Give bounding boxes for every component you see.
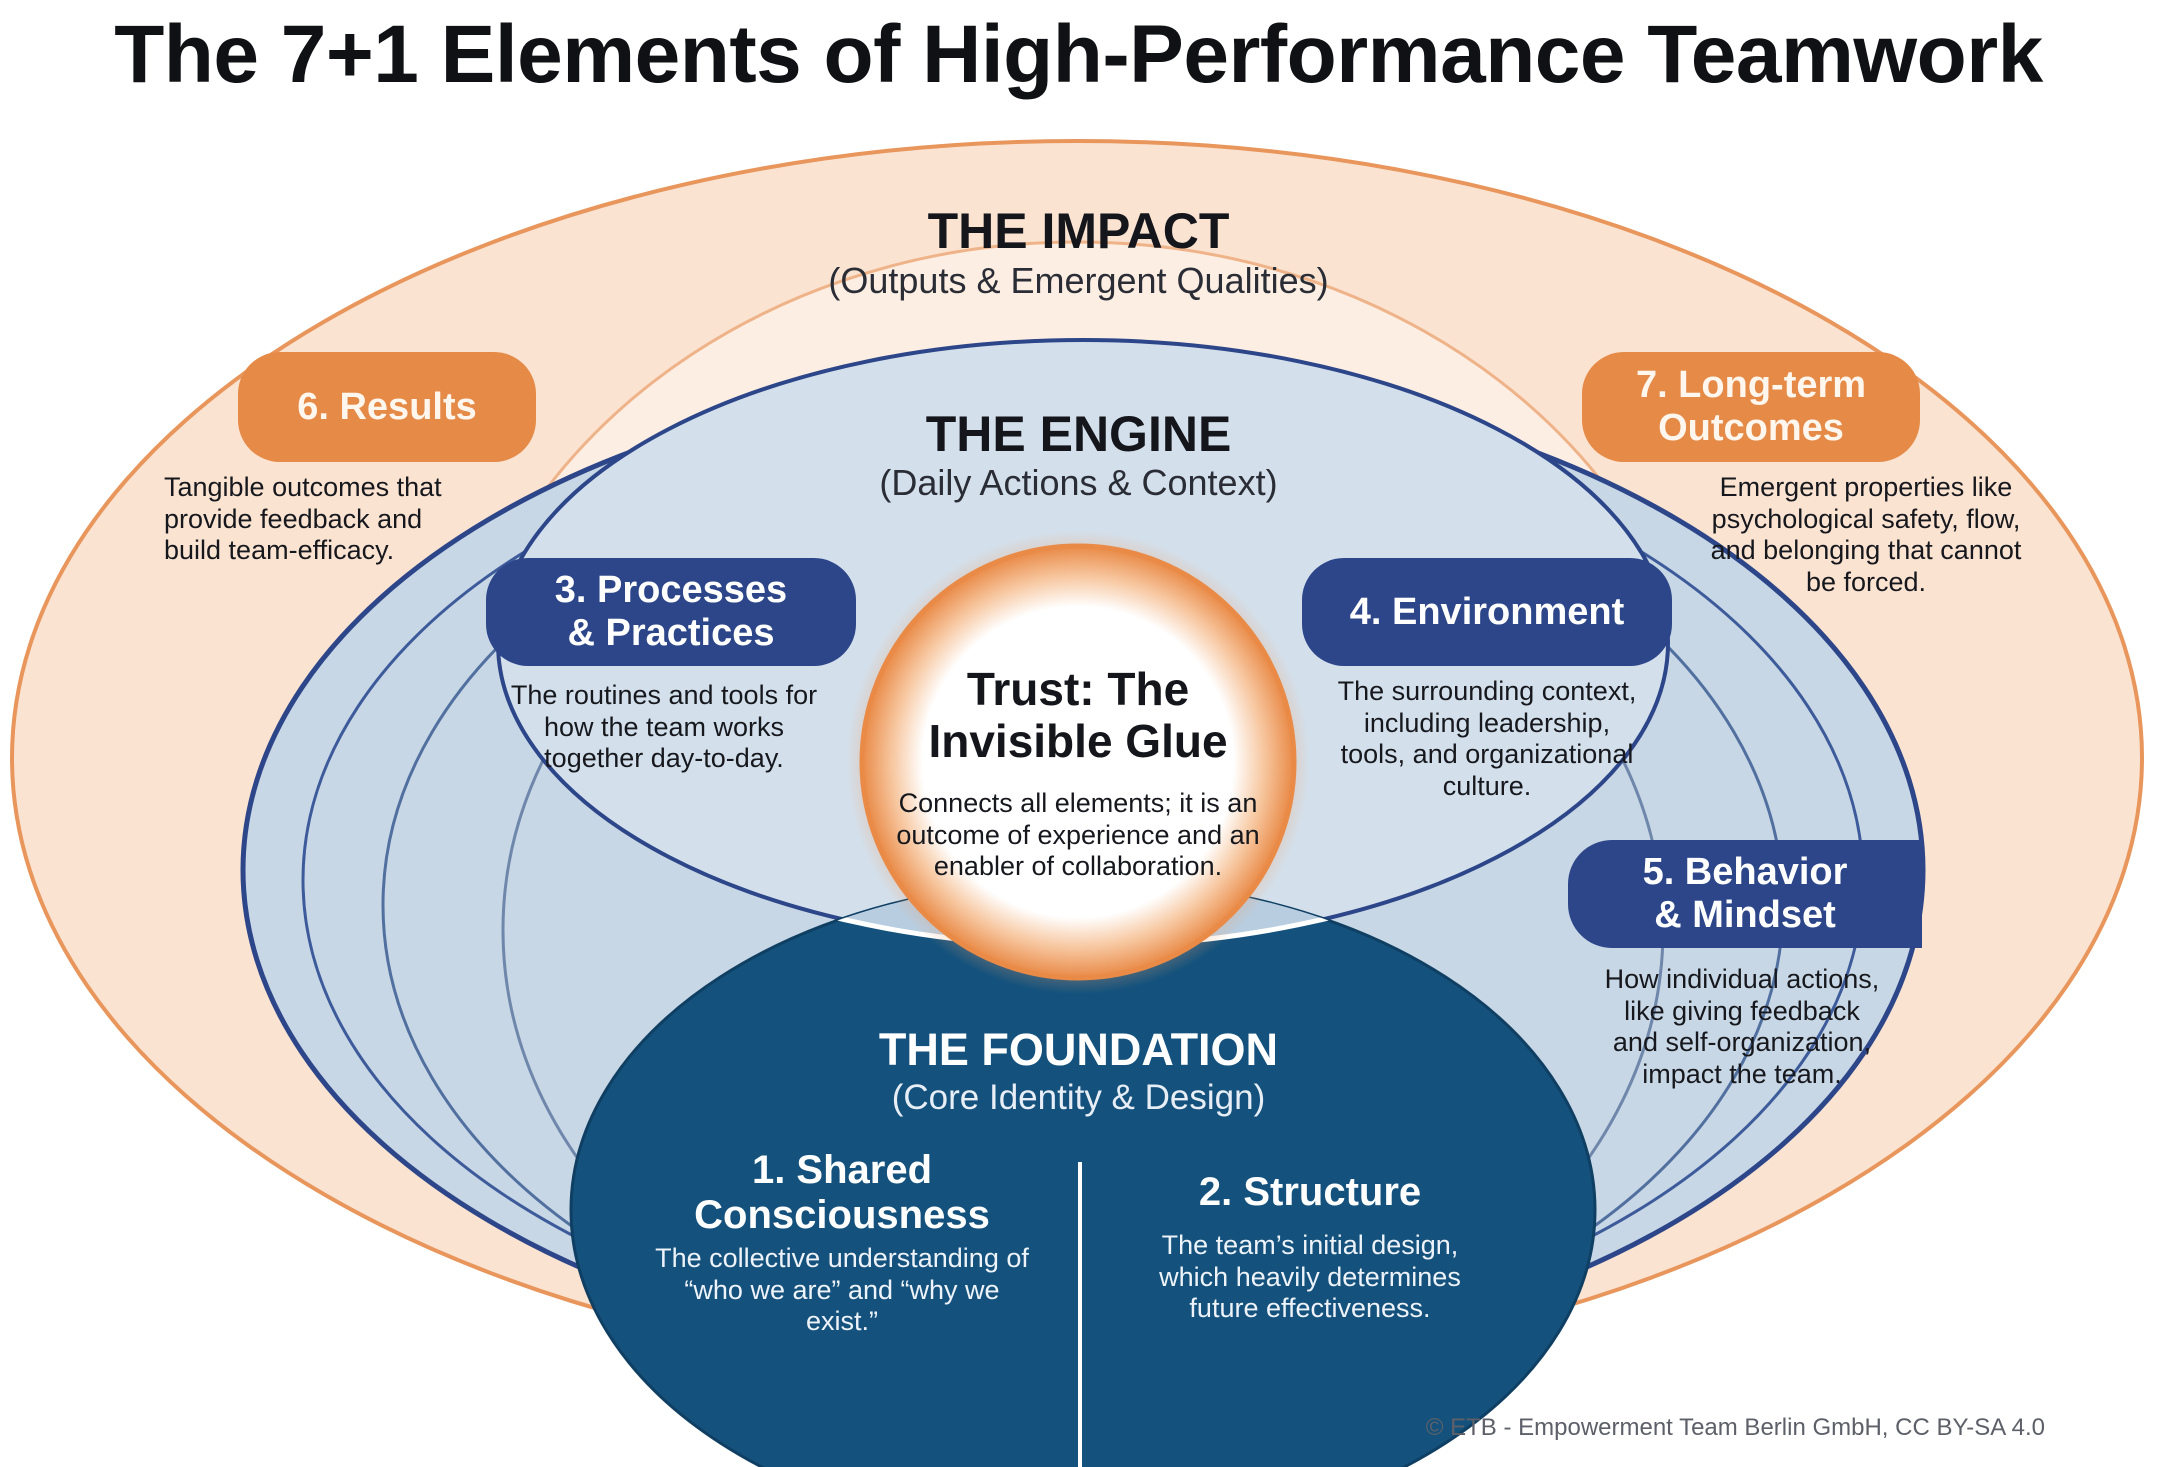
shared-consciousness-description: The collective understanding of “who we … — [655, 1243, 1029, 1337]
long-term-outcomes-description: Emergent properties like psychological s… — [1710, 472, 2022, 597]
results-label: 6. Results — [297, 385, 477, 428]
processes-label: 3. Processes & Practices — [554, 569, 788, 654]
behavior-pill: 5. Behavior & Mindset — [1568, 840, 1922, 948]
impact-subtitle: (Outputs & Emergent Qualities) — [828, 260, 1329, 301]
environment-description: The surrounding context, including leade… — [1337, 676, 1637, 801]
processes-pill: 3. Processes & Practices — [486, 558, 856, 666]
page-title: The 7+1 Elements of High-Performance Tea… — [114, 9, 2043, 100]
copyright-credit: © ETB - Empowerment Team Berlin GmbH, CC… — [1425, 1414, 2045, 1441]
results-pill: 6. Results — [238, 352, 536, 462]
results-description: Tangible outcomes that provide feedback … — [164, 472, 442, 566]
environment-label: 4. Environment — [1349, 590, 1625, 633]
long-term-outcomes-label: 7. Long-term Outcomes — [1635, 364, 1867, 449]
environment-pill: 4. Environment — [1302, 558, 1672, 666]
trust-circle — [859, 543, 1297, 981]
impact-title: THE IMPACT — [927, 203, 1230, 259]
behavior-label: 5. Behavior & Mindset — [1642, 851, 1848, 936]
processes-description: The routines and tools for how the team … — [510, 680, 818, 774]
trust-description: Connects all elements; it is an outcome … — [896, 788, 1260, 882]
trust-title: Trust: The Invisible Glue — [928, 663, 1228, 767]
structure-label: 2. Structure — [1198, 1170, 1422, 1214]
long-term-outcomes-pill: 7. Long-term Outcomes — [1582, 352, 1920, 462]
foundation-title: THE FOUNDATION — [878, 1024, 1279, 1075]
engine-subtitle: (Daily Actions & Context) — [879, 462, 1278, 503]
shared-consciousness-label: 1. Shared Consciousness — [694, 1148, 990, 1237]
structure-description: The team’s initial design, which heavily… — [1159, 1230, 1461, 1324]
engine-title: THE ENGINE — [925, 406, 1232, 462]
behavior-description: How individual actions, like giving feed… — [1604, 964, 1880, 1089]
foundation-subtitle: (Core Identity & Design) — [891, 1078, 1266, 1117]
